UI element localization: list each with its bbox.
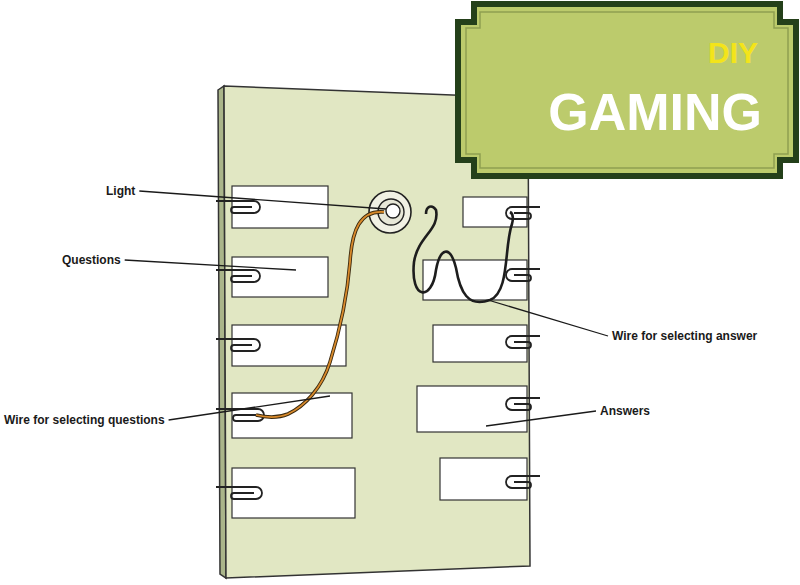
question-wire <box>256 212 384 417</box>
part-label: Questions <box>62 253 121 267</box>
banner-inner-line <box>466 12 788 168</box>
banner-kicker: DIY <box>708 38 758 68</box>
banner-heading: GAMING <box>548 86 762 138</box>
answer-wire <box>414 207 513 303</box>
banner <box>458 4 796 176</box>
leader-lines <box>125 191 608 426</box>
question-cards <box>232 186 355 518</box>
title-banner: DIY GAMING <box>458 4 798 176</box>
part-label: Answers <box>600 404 650 418</box>
part-label: Wire for selecting questions <box>4 413 165 427</box>
part-label: Wire for selecting answer <box>612 329 757 343</box>
question-wire-outline <box>256 212 384 417</box>
paper-clips <box>216 201 540 499</box>
part-label: Light <box>106 184 135 198</box>
